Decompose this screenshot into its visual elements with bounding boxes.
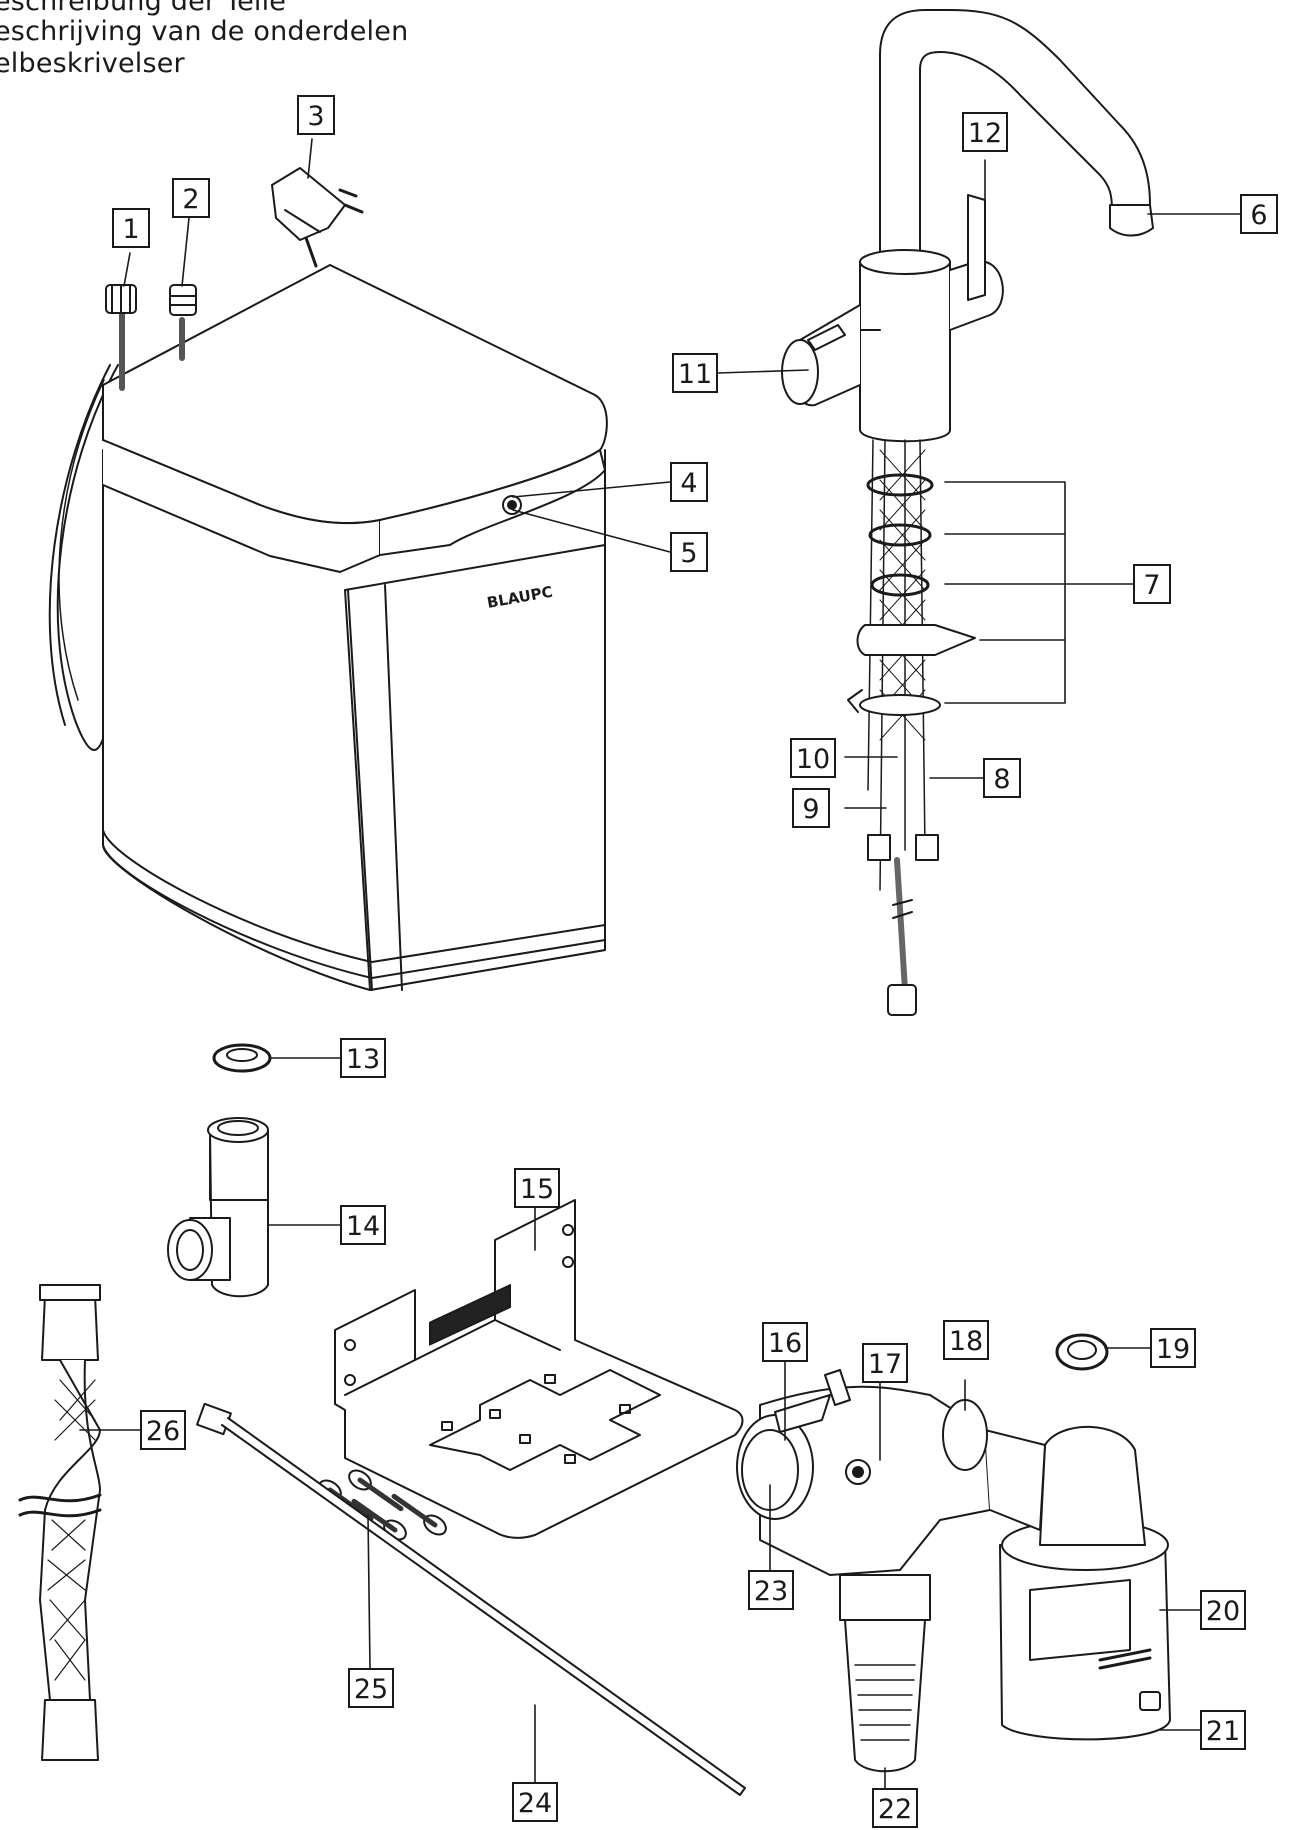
callout-24: 24	[512, 1782, 558, 1822]
callout-6: 6	[1240, 194, 1278, 234]
valve-assembly	[736, 1333, 1171, 1773]
callout-18: 18	[943, 1320, 989, 1360]
kitchen-faucet	[781, 9, 1154, 1016]
header-line-danish: elbeskrivelser	[0, 48, 185, 79]
callout-26: 26	[140, 1410, 186, 1450]
callout-11: 11	[672, 353, 718, 393]
callout-5: 5	[670, 532, 708, 572]
callout-12: 12	[962, 112, 1008, 152]
callout-7: 7	[1133, 564, 1171, 604]
callout-8: 8	[983, 758, 1021, 798]
cable-tie-24	[196, 1402, 746, 1796]
callout-2: 2	[172, 178, 210, 218]
callout-4: 4	[670, 462, 708, 502]
callout-3: 3	[297, 95, 335, 135]
callout-13: 13	[340, 1038, 386, 1078]
callout-15: 15	[514, 1168, 560, 1208]
callout-21: 21	[1200, 1710, 1246, 1750]
header-line-german: eschreibung der Teile	[0, 0, 287, 17]
callout-14: 14	[340, 1205, 386, 1245]
flexible-hose-26	[18, 1284, 102, 1761]
callout-10: 10	[790, 738, 836, 778]
wall-bracket-15	[334, 1199, 744, 1539]
callout-1: 1	[112, 208, 150, 248]
tee-piece-14	[167, 1117, 269, 1298]
callout-9: 9	[792, 788, 830, 828]
callout-17: 17	[862, 1343, 908, 1383]
callout-19: 19	[1150, 1328, 1196, 1368]
callout-22: 22	[872, 1788, 918, 1828]
callout-25: 25	[348, 1668, 394, 1708]
callout-20: 20	[1200, 1590, 1246, 1630]
washer-13	[212, 1043, 272, 1073]
header-line-dutch: eschrijving van de onderdelen	[0, 16, 409, 47]
callout-23: 23	[748, 1570, 794, 1610]
boiler-tank: BLAUPC	[48, 167, 608, 991]
leader-lines	[79, 138, 1241, 1789]
callout-16: 16	[762, 1322, 808, 1362]
